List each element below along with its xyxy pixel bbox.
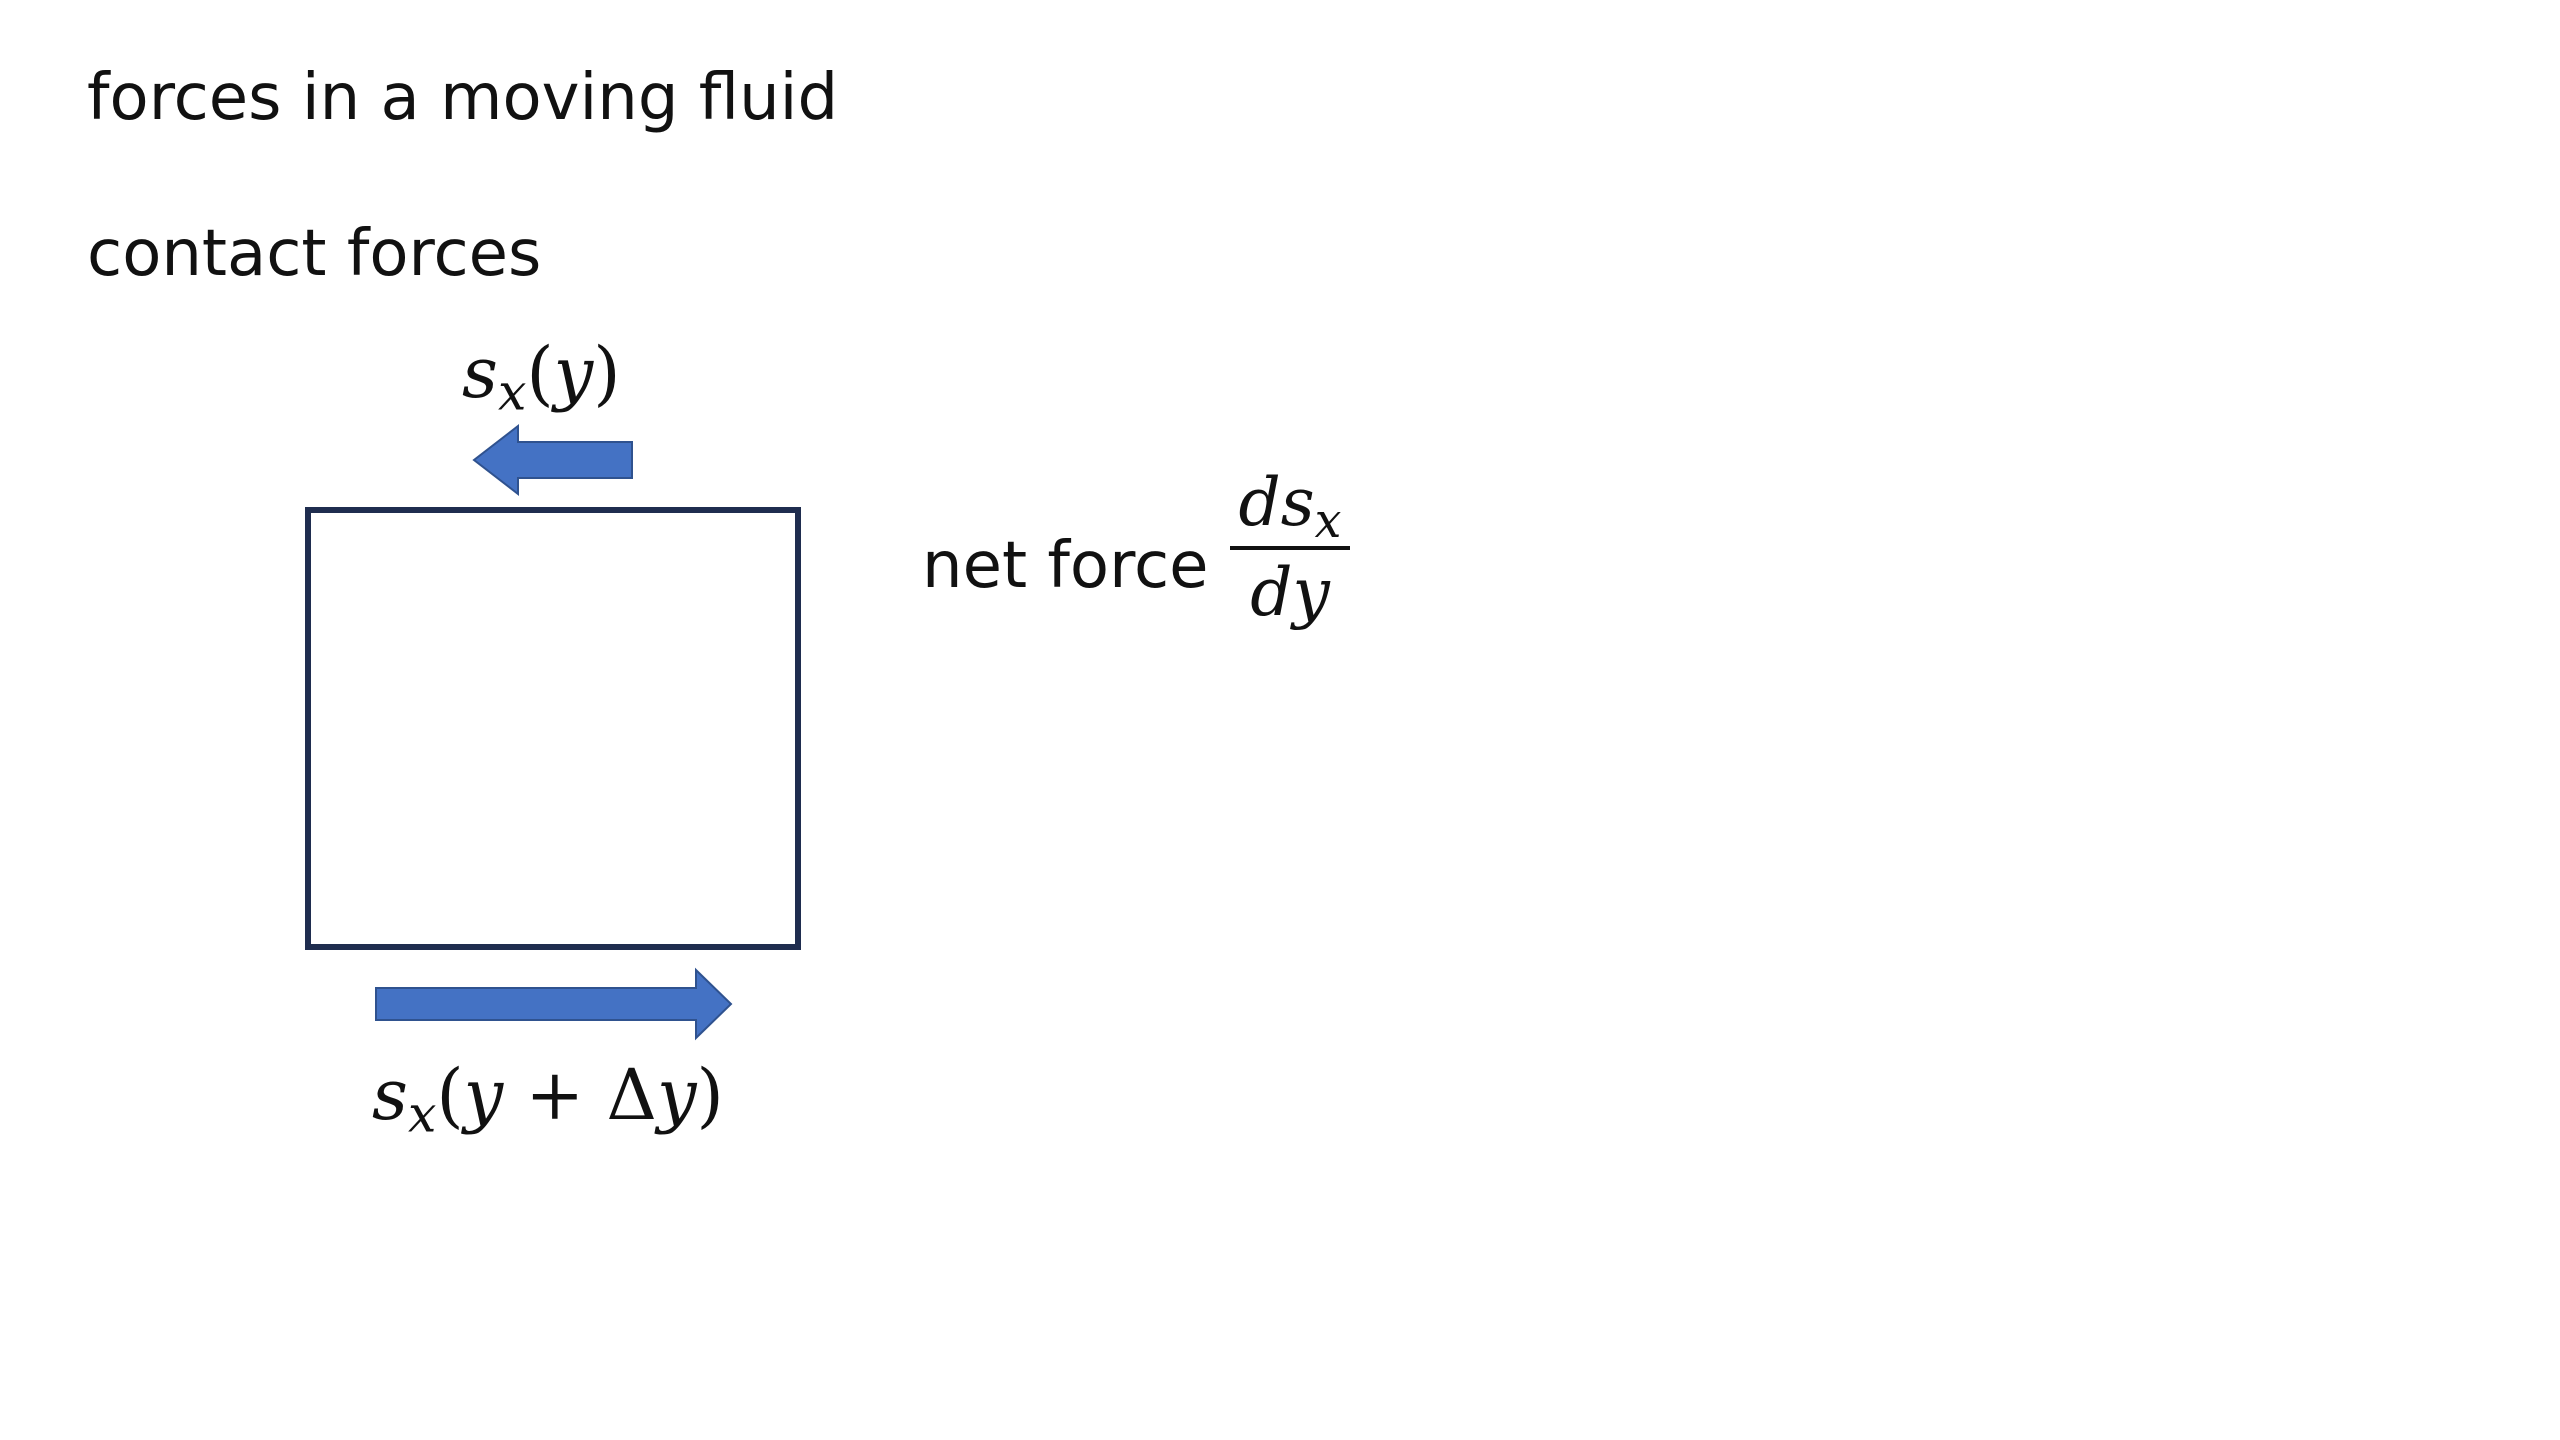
bottom-label-close: ) [696,1054,724,1136]
top-label-close: ) [593,332,621,414]
bottom-label-open: ( [436,1054,464,1136]
top-stress-label: sx(y) [462,338,621,417]
fraction-denominator: dy [1250,554,1330,631]
bottom-label-op: + [503,1054,607,1136]
numerator-sub: x [1314,493,1342,549]
fluid-element-box [305,507,801,950]
slide-subtitle: contact forces [87,217,542,291]
top-label-var: y [553,332,594,414]
numerator-d: d [1238,464,1281,541]
slide-title: forces in a moving fluid [87,61,839,135]
bottom-stress-label: sx(y + Δy) [372,1060,724,1139]
net-force-label: net force [922,529,1209,603]
fraction-numerator: dsx [1230,470,1350,546]
top-label-sub: x [497,362,527,422]
top-force-arrow [472,423,633,497]
bottom-label-base: s [372,1054,408,1136]
bottom-label-var: y [463,1054,504,1136]
bottom-label-var2: y [656,1054,697,1136]
bottom-label-sub: x [407,1084,437,1144]
bottom-force-arrow [375,967,733,1041]
derivative-fraction: dsx dy [1230,470,1350,626]
top-label-base: s [462,332,498,414]
bottom-label-delta: Δ [606,1054,657,1136]
top-label-open: ( [526,332,554,414]
numerator-s: s [1280,464,1315,541]
fraction-bar [1230,546,1350,550]
